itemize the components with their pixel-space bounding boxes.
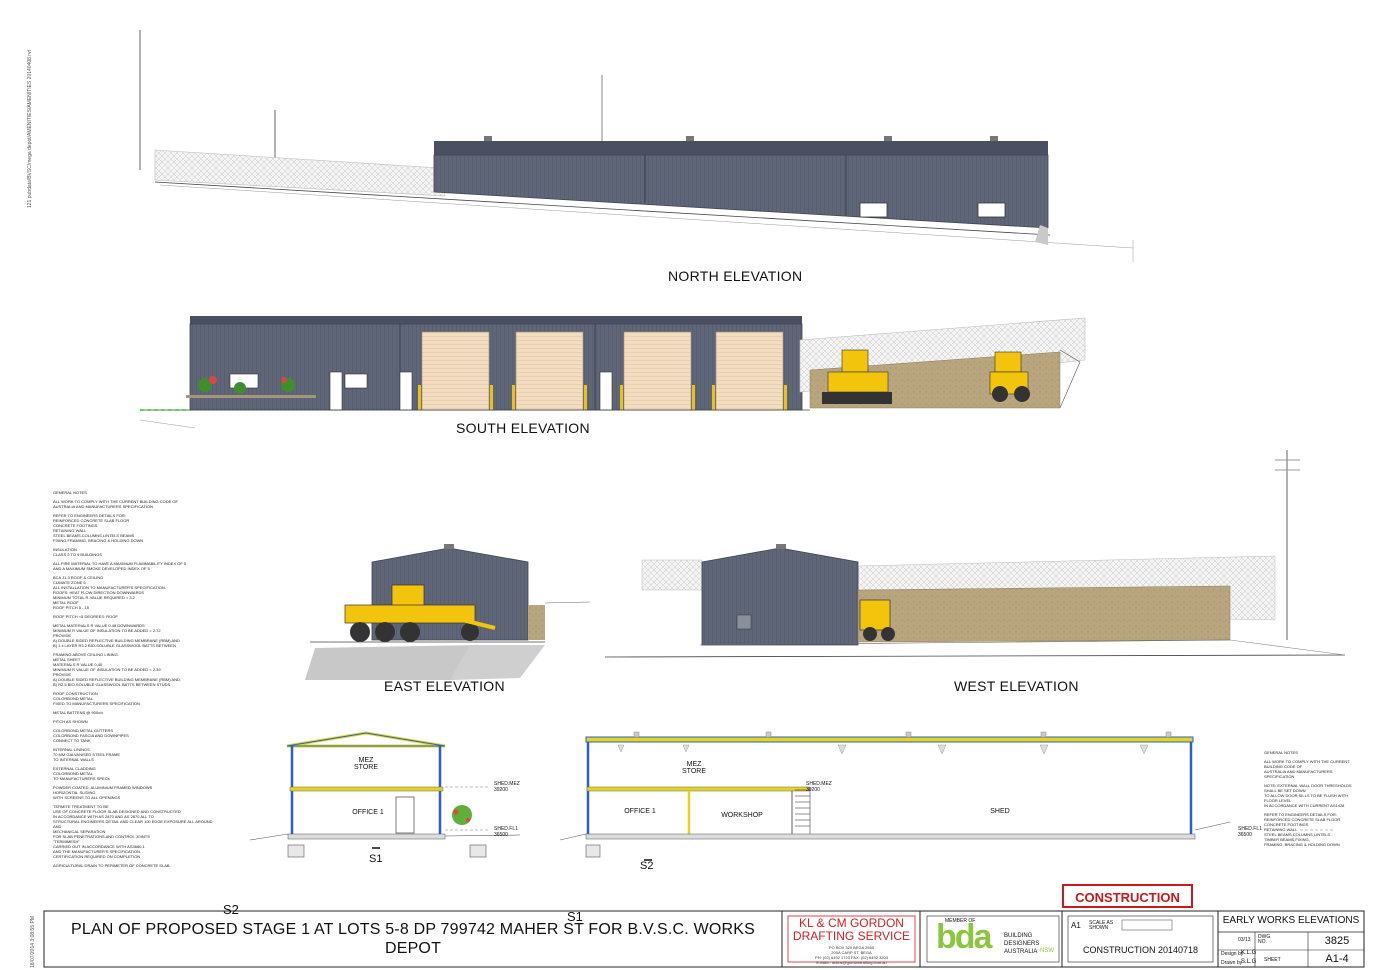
notes-left-paragraph: TERMITE TREATMENT TO BE USE OF CONCRETE … (53, 804, 213, 859)
drawing-main-title: PLAN OF PROPOSED STAGE 1 AT LOTS 5-8 DP … (70, 921, 756, 957)
east-elevation-title: EAST ELEVATION (384, 678, 505, 694)
sheet-size-label: A1 (1071, 921, 1081, 930)
section-right-drawing (559, 731, 1335, 861)
drawn-by-label: Drawn by (1221, 960, 1243, 966)
scale-label: SCALE AS SHOWN (1089, 920, 1114, 931)
south-roller-illustration (989, 351, 1030, 402)
notes-left-paragraph: GENERAL NOTES (53, 490, 87, 495)
notes-left-paragraph: AGRICULTURAL DRAIN TO PERIMETER OF CONCR… (53, 863, 171, 868)
notes-right-paragraph: NOTE: EXTERNAL WALL DOOR THRESHOLDS SHAL… (1264, 783, 1352, 808)
title-block-frame (43, 910, 1365, 968)
company-contact-details: PO BOX 320 BEGA 2550 200A CARP ST, BEGA … (815, 945, 888, 965)
section-cut-s1-label: S1 (369, 853, 383, 865)
title-block-cut-s2: S2 (223, 902, 239, 917)
west-elevation-title: WEST ELEVATION (954, 678, 1079, 694)
south-bulldozer-illustration (822, 349, 892, 404)
notes-left-paragraph: METAL BATTENS @ 900c/c (53, 710, 104, 715)
designed-by-label: Design by (1221, 951, 1244, 957)
dwg-no-label: DWG NO. (1258, 934, 1271, 945)
east-grader-illustration (344, 584, 496, 642)
notes-left-paragraph: PITCH AS SHOWN (53, 719, 88, 724)
notes-left-paragraph: BCA J1.3 ROOF & CEILING CLIMATE ZONE 5 A… (53, 575, 166, 610)
sheet-label: SHEET (1264, 957, 1281, 963)
south-elevation-title: SOUTH ELEVATION (456, 420, 590, 436)
north-elevation-title: NORTH ELEVATION (668, 268, 803, 284)
print-timestamp: 18/07/2014 3:08:55 PM (30, 916, 36, 968)
construction-stamp: CONSTRUCTION (1062, 884, 1193, 908)
sheet-value: A1-4 (1325, 953, 1349, 965)
section-left-level-mez: SHED.MEZ 39200 (494, 781, 520, 793)
south-elevation-drawing (139, 316, 1086, 429)
notes-right-paragraph: REFER TO ENGINEERS DETAILS FOR: REINFORC… (1264, 812, 1341, 847)
notes-left-paragraph: METAL MATERIALS R VALUE 0.48 DOWNWARDS M… (53, 623, 180, 648)
section-right-level-floor: SHED.FL1 36500 (1238, 826, 1262, 838)
member-of-label: MEMBER OF (945, 918, 976, 924)
section-right-workshop-label: WORKSHOP (721, 812, 763, 819)
notes-left-paragraph: POWDER COATED, ALUMINIUM FRAMED WINDOWS … (53, 785, 153, 800)
drafting-company-block: KL & CM GORDON DRAFTING SERVICE PO BOX 3… (789, 916, 914, 966)
notes-left-paragraph: EXTERNAL CLADDING COLORBOND METAL TO MAN… (53, 766, 110, 781)
dwg-no-value: 3825 (1324, 935, 1350, 947)
company-name-line1: KL & CM GORDON (799, 916, 904, 930)
section-right-office-label: OFFICE 1 (624, 808, 656, 815)
bda-nsw: NSW (1040, 948, 1054, 954)
revision-label: CONSTRUCTION 20140718 (1083, 945, 1199, 955)
notes-left-paragraph: REFER TO ENGINEERS DETAILS FOR: REINFORC… (53, 513, 144, 543)
company-name-line2: DRAFTING SERVICE (792, 929, 911, 943)
west-elevation-drawing (604, 450, 1346, 658)
section-left-level-floor: SHED.FL1 36500 (494, 826, 518, 838)
notes-right-paragraph: GENERAL NOTES (1264, 750, 1298, 755)
section-right-shed-label: SHED (990, 808, 1010, 815)
notes-left-paragraph: ALL FIRE MATERIAL TO HAVE A MAXIMUM FLAM… (53, 561, 187, 571)
west-loader-illustration (859, 599, 895, 641)
designed-by-value: K.L.G (1241, 950, 1257, 956)
section-right-level-mez: SHED.MEZ 39200 (806, 781, 832, 793)
notes-left-paragraph: ROOF CONSTRUCTION COLORBOND METAL FIXED … (53, 691, 140, 706)
section-right-mez-store-label: MEZ STORE (682, 761, 706, 775)
notes-left-paragraph: COLORBOND METAL GUTTERS COLORBOND FASCIA… (53, 728, 129, 743)
notes-left-paragraph: ROOF PITCH <5 DEGREES: ROOF (53, 614, 118, 619)
bda-text: BUILDING DESIGNERS AUSTRALIA (1004, 933, 1040, 955)
title-block-cut-s1: S1 (567, 909, 583, 924)
notes-right-paragraph: ALL WORK TO COMPLY WITH THE CURRENT BUIL… (1264, 759, 1350, 779)
drawn-by-value: S.L.G (1241, 959, 1257, 965)
notes-left-paragraph: FRAMING ABOVE CEILING LINING. METAL SHEE… (53, 652, 182, 687)
section-cut-s2-label: S2 (640, 860, 654, 872)
section-left-office-label: OFFICE 1 (352, 809, 384, 816)
general-notes-left: GENERAL NOTES ALL WORK TO COMPLY WITH THE… (53, 490, 253, 872)
general-notes-right: GENERAL NOTES ALL WORK TO COMPLY WITH THE… (1264, 750, 1364, 851)
east-elevation-drawing (305, 544, 591, 680)
margin-file-path: 121 pubdata/BVSC/mega depot/AMENITIES/AM… (27, 50, 33, 208)
section-left-mez-store-label: MEZ STORE (354, 757, 378, 771)
north-elevation-drawing (139, 30, 1134, 262)
drawing-date: 03/13 (1238, 937, 1251, 943)
section-left-drawing (249, 731, 521, 858)
drawing-name: EARLY WORKS ELEVATIONS (1222, 915, 1360, 926)
notes-left-paragraph: ALL WORK TO COMPLY WITH THE CURRENT BUIL… (53, 499, 178, 509)
notes-left-paragraph: INSULATION CLASS 2 TO 9 BUILDINGS (53, 547, 102, 557)
bda-logo: bda (936, 918, 992, 956)
notes-left-paragraph: INTERNAL LININGS 70 MM GALVANISED STEEL … (53, 747, 121, 762)
